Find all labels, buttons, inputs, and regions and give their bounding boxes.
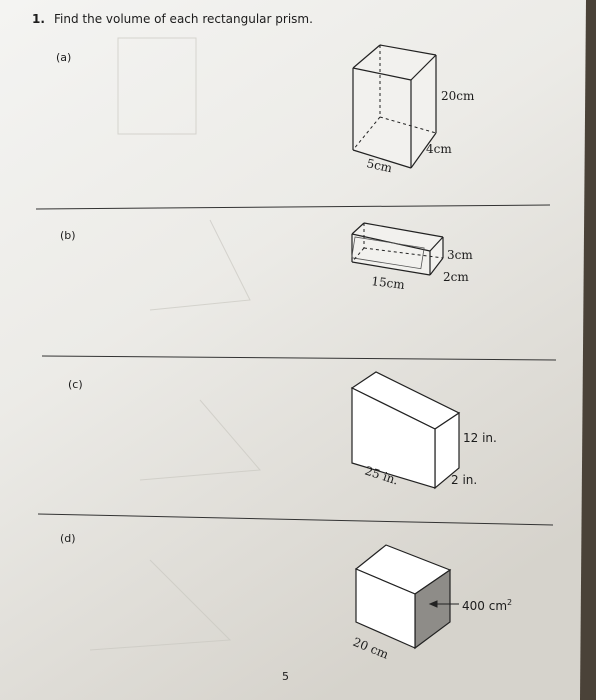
prism-b — [351, 222, 444, 276]
cube-d — [354, 544, 452, 650]
part-a-label: (a) — [56, 51, 72, 64]
dim-b-height: 3cm — [447, 248, 473, 262]
dim-d-edge: 20 cm — [351, 635, 391, 662]
dim-d-face-area: 400 cm2 — [462, 598, 512, 613]
prism-a — [352, 44, 437, 169]
question-number: 1. — [32, 12, 45, 26]
part-d-label: (d) — [60, 532, 76, 545]
part-c-label: (c) — [68, 378, 83, 391]
dim-c-depth: 2 in. — [451, 473, 477, 487]
divider-line — [37, 513, 554, 526]
question-text: Find the volume of each rectangular pris… — [54, 12, 313, 26]
dim-c-height: 12 in. — [463, 431, 497, 445]
prism-c — [350, 371, 461, 490]
dim-b-width: 15cm — [371, 274, 406, 292]
divider-line — [35, 204, 551, 210]
part-b-label: (b) — [60, 229, 76, 242]
arrow-icon — [428, 600, 459, 608]
dim-a-height: 20cm — [441, 89, 475, 103]
dim-a-depth: 4cm — [426, 142, 452, 156]
divider-line — [41, 355, 557, 361]
dim-b-depth: 2cm — [443, 270, 469, 284]
page-number: 5 — [282, 670, 289, 683]
dim-a-width: 5cm — [365, 156, 394, 175]
